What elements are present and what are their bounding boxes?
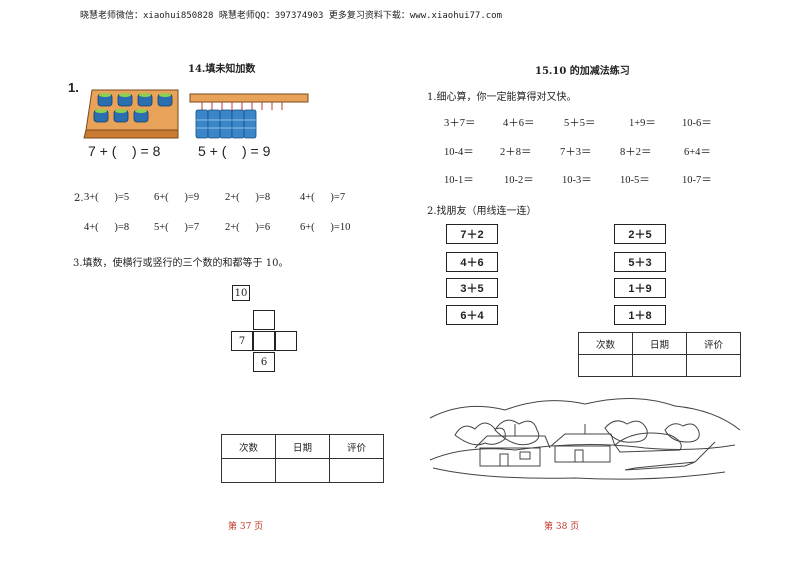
right-title: 15.10 的加减法练习 xyxy=(535,66,630,77)
grid-cell-left: 7 xyxy=(231,331,253,351)
calc-r3-c1: 10-1＝ xyxy=(444,175,474,186)
record-header-count: 次数 xyxy=(578,332,633,355)
q1-equation-a: 7 + ( ) = 8 xyxy=(88,143,161,159)
q2-r2-c2: 5+( )=7 xyxy=(154,222,200,233)
calc-r2-c3: 7＋3＝ xyxy=(560,147,592,158)
record-header-rating: 评价 xyxy=(686,332,741,355)
calc-r2-c2: 2＋8＝ xyxy=(500,147,532,158)
q2-label: 2. xyxy=(74,193,84,204)
record-cell-count[interactable] xyxy=(221,458,276,483)
record-cell-rating[interactable] xyxy=(686,354,741,377)
grid-top-number: 10 xyxy=(232,285,250,301)
grid-cell-top[interactable] xyxy=(253,310,275,330)
calc-r2-c4: 8＋2＝ xyxy=(620,147,652,158)
calc-r2-c5: 6+4＝ xyxy=(684,147,711,158)
calc-r3-c2: 10-2＝ xyxy=(504,175,534,186)
calc-r1-c4: 1+9＝ xyxy=(629,118,656,129)
record-cell-rating[interactable] xyxy=(329,458,384,483)
record-cell-count[interactable] xyxy=(578,354,633,377)
q2-r2-c3: 2+( )=6 xyxy=(225,222,271,233)
match-left-2[interactable]: 4＋6 xyxy=(446,252,498,272)
calc-r3-c3: 10-3＝ xyxy=(562,175,592,186)
match-right-1[interactable]: 2＋5 xyxy=(614,224,666,244)
match-right-3[interactable]: 1＋9 xyxy=(614,278,666,298)
left-title: 14.填未知加数 xyxy=(188,64,256,75)
calc-r3-c4: 10-5＝ xyxy=(620,175,650,186)
q2-r1-c4: 4+( )=7 xyxy=(300,192,346,203)
q2-r1-c2: 6+( )=9 xyxy=(154,192,200,203)
q2-r2-c1: 4+( )=8 xyxy=(84,222,130,233)
q3-text: 3.填数，使横行或竖行的三个数的和都等于 10。 xyxy=(73,258,289,269)
calc-r3-c5: 10-7＝ xyxy=(682,175,712,186)
grid-cell-right[interactable] xyxy=(275,331,297,351)
q1-label: 1. xyxy=(68,80,79,95)
page-header: 晓慧老师微信：xiaohui850828 晓慧老师QQ：397374903 更多… xyxy=(80,11,502,21)
hanging-cylinders-illustration xyxy=(189,93,309,139)
left-page-number: 第 37 页 xyxy=(228,522,264,532)
calc-r2-c1: 10-4＝ xyxy=(444,147,474,158)
calc-r1-c5: 10-6＝ xyxy=(682,118,712,129)
record-header-date: 日期 xyxy=(632,332,687,355)
cup-tray-illustration xyxy=(83,89,179,139)
q1-equation-b: 5 + ( ) = 9 xyxy=(198,143,271,159)
village-landscape-illustration xyxy=(429,398,741,480)
record-header-count: 次数 xyxy=(221,434,276,459)
match-right-2[interactable]: 5＋3 xyxy=(614,252,666,272)
match-left-4[interactable]: 6＋4 xyxy=(446,305,498,325)
right-q1-text: 1.细心算，你一定能算得对又快。 xyxy=(427,92,577,103)
q2-r1-c1: 3+( )=5 xyxy=(84,192,130,203)
calc-r1-c2: 4＋6＝ xyxy=(503,118,535,129)
record-header-date: 日期 xyxy=(275,434,330,459)
record-header-rating: 评价 xyxy=(329,434,384,459)
right-page-number: 第 38 页 xyxy=(544,522,580,532)
left-record-table: 次数 日期 评价 xyxy=(221,434,384,483)
grid-cell-bottom: 6 xyxy=(253,352,275,372)
calc-r1-c1: 3＋7＝ xyxy=(444,118,476,129)
grid-cell-center[interactable] xyxy=(253,331,275,351)
right-record-table: 次数 日期 评价 xyxy=(578,332,741,377)
match-left-3[interactable]: 3＋5 xyxy=(446,278,498,298)
record-cell-date[interactable] xyxy=(632,354,687,377)
q2-r2-c4: 6+( )=10 xyxy=(300,222,351,233)
record-cell-date[interactable] xyxy=(275,458,330,483)
match-left-1[interactable]: 7＋2 xyxy=(446,224,498,244)
right-q2-text: 2.找朋友（用线连一连） xyxy=(427,206,537,217)
q2-r1-c3: 2+( )=8 xyxy=(225,192,271,203)
match-right-4[interactable]: 1＋8 xyxy=(614,305,666,325)
calc-r1-c3: 5＋5＝ xyxy=(564,118,596,129)
